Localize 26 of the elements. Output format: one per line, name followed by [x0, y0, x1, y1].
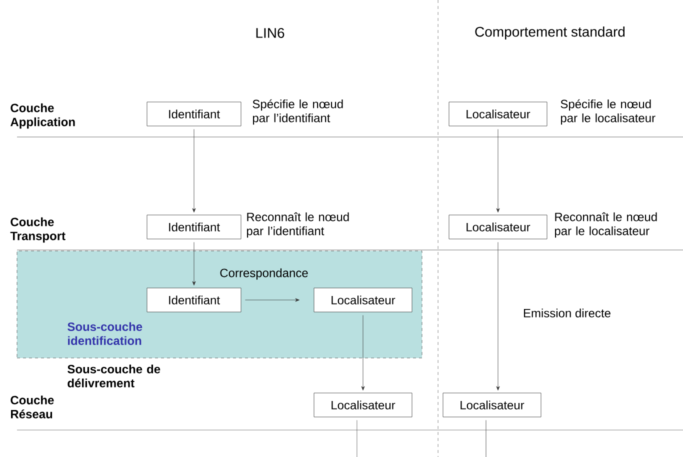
description: Reconnaît le nœud par le localisateur [554, 212, 657, 238]
arrow [361, 315, 365, 390]
layer-label: Couche Réseau [10, 396, 54, 418]
label-box: Localisateur [448, 214, 548, 240]
label-box: Localisateur [448, 102, 548, 126]
label-box: Localisateur [314, 392, 412, 418]
arrow [245, 298, 300, 302]
sublayer-label: Sous-couche de délivrement [68, 364, 160, 388]
label-box: Identifiant [146, 214, 242, 240]
label-box: Identifiant [146, 102, 242, 126]
edge-label: Correspondance [218, 267, 310, 281]
description: Spécifie le nœud par l’identifiant [252, 99, 343, 125]
column-heading: Comportement standard [475, 26, 625, 40]
label-box: Localisateur [442, 392, 542, 418]
layer-label: Couche Application [10, 103, 75, 129]
arrow [496, 242, 500, 390]
label-box: Localisateur [314, 288, 412, 312]
arrow [192, 129, 196, 212]
arrow [192, 242, 196, 286]
column-heading: LIN6 [256, 28, 284, 38]
description: Reconnaît le nœud par l’identifiant [246, 212, 349, 238]
layer-label: Couche Transport [10, 217, 66, 243]
arrow [496, 129, 500, 212]
edge-label: Emission directe [522, 308, 612, 318]
label-box: Identifiant [146, 288, 242, 312]
description: Spécifie le nœud par le localisateur [560, 99, 656, 125]
